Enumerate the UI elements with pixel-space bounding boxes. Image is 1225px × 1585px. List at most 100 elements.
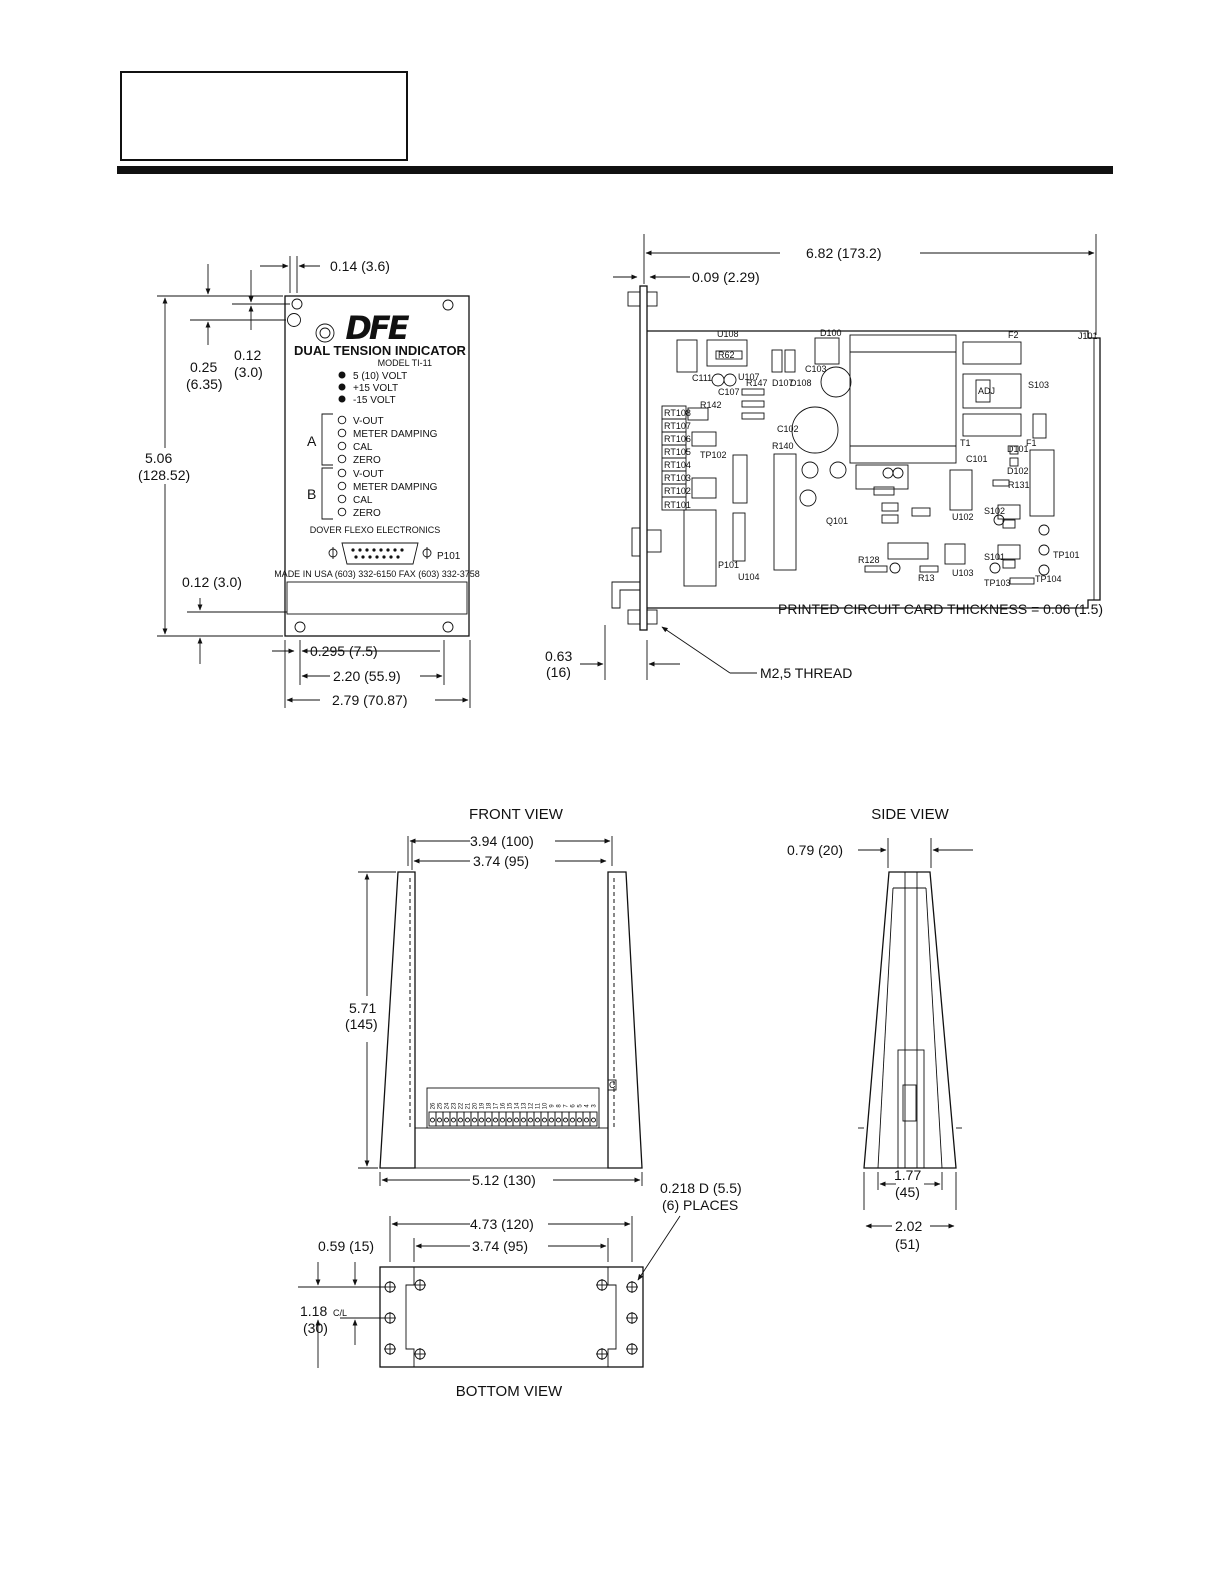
right-rail xyxy=(607,871,643,1169)
bottom-view-title: BOTTOM VIEW xyxy=(456,1383,563,1400)
tag-label: C xyxy=(609,1080,616,1090)
pcb-ref: TP101 xyxy=(1053,550,1080,560)
terminal-screw-icon xyxy=(458,1117,463,1123)
terminal-number: 21 xyxy=(466,1102,472,1109)
terminal-screw-icon xyxy=(479,1117,484,1123)
pcb-ref: RT107 xyxy=(664,421,691,431)
connector-side-icon xyxy=(631,527,641,557)
pcb-ref: R140 xyxy=(772,441,794,451)
dim-2-02-mm: (51) xyxy=(895,1236,920,1252)
pcb-ref: J101 xyxy=(1078,331,1098,341)
dim-0-218-places: (6) PLACES xyxy=(662,1197,738,1213)
plate-screw-icon xyxy=(627,291,641,307)
front-plate-edge xyxy=(639,285,648,631)
terminal-screw-icon xyxy=(570,1117,575,1123)
terminal-block xyxy=(470,1111,479,1127)
terminal-number: 18 xyxy=(487,1102,493,1109)
dim-1-18-cl: C/L xyxy=(333,1308,347,1318)
terminal-block xyxy=(526,1111,535,1127)
voltage-label: 5 (10) VOLT xyxy=(353,371,407,382)
terminal-block xyxy=(477,1111,486,1127)
dim-0-14: 0.14 (3.6) xyxy=(330,258,390,274)
group-a-item: ZERO xyxy=(353,455,381,466)
terminal-block xyxy=(561,1111,570,1127)
terminal-screw-icon xyxy=(451,1117,456,1123)
pcb-ref: C101 xyxy=(966,454,988,464)
terminal-number: 17 xyxy=(494,1102,500,1109)
panel-knob-icon xyxy=(315,323,335,343)
terminal-screw-icon xyxy=(549,1117,554,1123)
terminal-block xyxy=(519,1111,528,1127)
terminal-side-block xyxy=(897,1049,925,1169)
panel-label-strip xyxy=(286,581,468,615)
pcb-ref: C103 xyxy=(805,364,827,374)
dim-1-77: 1.77 xyxy=(894,1167,921,1183)
terminal-screw-icon xyxy=(444,1117,449,1123)
db-connector-icon xyxy=(328,542,432,565)
terminal-block xyxy=(547,1111,556,1127)
dim-5-12: 5.12 (130) xyxy=(472,1172,536,1188)
panel-screw-icon xyxy=(287,313,301,327)
pcb-ref: U103 xyxy=(952,568,974,578)
dim-2-20: 2.20 (55.9) xyxy=(333,668,401,684)
terminal-number: 23 xyxy=(452,1102,458,1109)
terminal-screw-icon xyxy=(507,1117,512,1123)
front-view-title: FRONT VIEW xyxy=(469,806,564,823)
dim-5-71-mm: (145) xyxy=(345,1016,378,1032)
terminal-screw-icon xyxy=(521,1117,526,1123)
voltage-label: +15 VOLT xyxy=(353,383,398,394)
group-a-bracket xyxy=(321,413,333,466)
connector-label: P101 xyxy=(437,551,461,562)
terminal-screw-icon xyxy=(563,1117,568,1123)
side-profile xyxy=(863,871,957,1169)
group-b-bracket xyxy=(321,467,333,520)
made-in-label: MADE IN USA (603) 332-6150 FAX (603) 332… xyxy=(274,569,480,579)
adjust-pot-column xyxy=(337,415,347,517)
terminal-block xyxy=(484,1111,493,1127)
enclosure-bottom-view: BOTTOM VIEW 0.218 D (5.5) (6) PLACES 4.7… xyxy=(298,1180,742,1400)
terminal-number: 12 xyxy=(529,1102,535,1109)
pcb-ref: C102 xyxy=(777,424,799,434)
pcb-ref: R13 xyxy=(918,573,935,583)
pcb-ref: P101 xyxy=(718,560,739,570)
terminal-number: 15 xyxy=(508,1102,514,1109)
group-a-item: CAL xyxy=(353,442,373,453)
terminal-screw-icon xyxy=(556,1117,561,1123)
pcb-ref: S102 xyxy=(984,506,1005,516)
pcb-ref: RT106 xyxy=(664,434,691,444)
terminal-number: 9 xyxy=(550,1104,556,1108)
voltage-label: -15 VOLT xyxy=(353,395,396,406)
terminal-block xyxy=(568,1111,577,1127)
terminal-block xyxy=(435,1111,444,1127)
terminal-number: 13 xyxy=(522,1102,528,1109)
terminal-number: 7 xyxy=(564,1104,570,1108)
terminal-block xyxy=(512,1111,521,1127)
dim-0-12-mm: (3.0) xyxy=(234,364,263,380)
pcb-ref: C107 xyxy=(718,387,740,397)
dim-0-295: 0.295 (7.5) xyxy=(310,643,378,659)
terminal-block xyxy=(582,1111,591,1127)
mounting-hole-icon xyxy=(384,1281,638,1355)
pcb-side-view: U108 D100 F2 J101 R62 C111 U107 C107 R14… xyxy=(545,234,1103,681)
ribbon-bracket-icon xyxy=(611,581,641,609)
group-b-label: B xyxy=(307,486,316,502)
terminal-number: 24 xyxy=(445,1102,451,1109)
dim-2-02: 2.02 xyxy=(895,1218,922,1234)
led-icon xyxy=(338,371,346,379)
group-b-item: V-OUT xyxy=(353,469,384,480)
group-b-item: METER DAMPING xyxy=(353,482,438,493)
terminal-number: 26 xyxy=(431,1102,437,1109)
dim-0-09: 0.09 (2.29) xyxy=(692,269,760,285)
led-icon xyxy=(338,383,346,391)
dim-1-77-mm: (45) xyxy=(895,1184,920,1200)
dim-4-73: 4.73 (120) xyxy=(470,1216,534,1232)
pcb-ref: TP103 xyxy=(984,578,1011,588)
pcb-ref: TP102 xyxy=(700,450,727,460)
pcb-ref: S101 xyxy=(984,552,1005,562)
terminal-block xyxy=(428,1111,437,1127)
pcb-labels: U108 D100 F2 J101 R62 C111 U107 C107 R14… xyxy=(664,328,1098,588)
pcb-ref: D100 xyxy=(820,328,842,338)
pcb-ref: RT101 xyxy=(664,500,691,510)
panel-outline xyxy=(284,295,470,637)
